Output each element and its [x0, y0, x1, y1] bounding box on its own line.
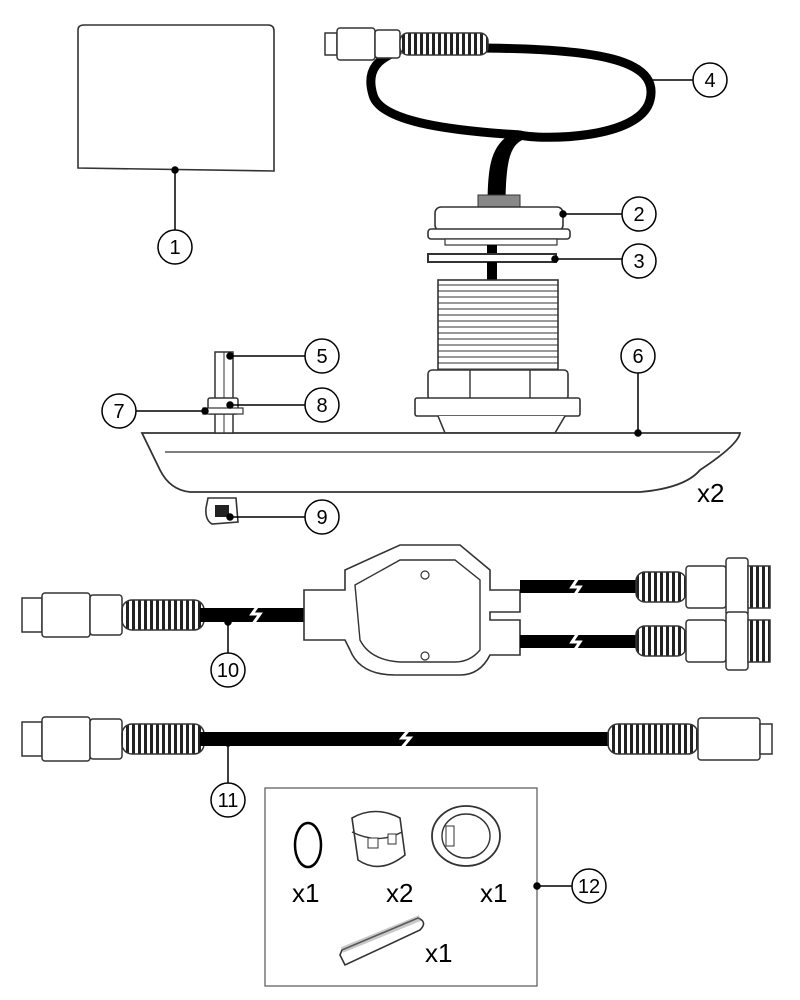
split-ring	[351, 810, 406, 868]
svg-text:2: 2	[633, 204, 644, 226]
callout-10: 10	[210, 652, 246, 688]
svg-text:1: 1	[169, 237, 180, 259]
callout-9: 9	[304, 499, 340, 535]
svg-text:10: 10	[217, 660, 239, 682]
callout-2: 2	[621, 196, 657, 232]
wedge	[339, 915, 425, 967]
transducer-cable	[366, 43, 656, 206]
svg-text:7: 7	[113, 401, 124, 423]
callout-3: 3	[621, 243, 657, 279]
cable-clip	[205, 497, 239, 525]
callout-12: 12	[571, 868, 607, 904]
cable-connector	[324, 27, 489, 61]
split-ring-quantity: x2	[386, 878, 413, 908]
svg-text:4: 4	[704, 70, 715, 92]
housing-nut	[427, 194, 571, 255]
wedge-quantity: x1	[425, 938, 452, 968]
extension-cable	[21, 716, 773, 762]
callout-5: 5	[304, 338, 340, 374]
callout-1: 1	[157, 229, 193, 265]
threaded-stem	[437, 279, 559, 373]
callout-6: 6	[620, 338, 656, 374]
o-ring-quantity: x1	[292, 878, 319, 908]
callout-7: 7	[101, 393, 137, 429]
hex-nut	[414, 369, 581, 434]
transducer-body	[140, 432, 742, 493]
svg-text:6: 6	[632, 346, 643, 368]
svg-text:5: 5	[316, 346, 327, 368]
callout-11: 11	[210, 782, 246, 818]
callout-4: 4	[692, 62, 728, 98]
transducer-quantity: x2	[697, 478, 724, 508]
instruction-card	[77, 24, 275, 172]
svg-text:9: 9	[316, 507, 327, 529]
collar-quantity: x1	[480, 878, 507, 908]
y-splitter-cable	[21, 544, 771, 676]
svg-text:12: 12	[578, 876, 600, 898]
svg-text:3: 3	[633, 251, 644, 273]
washer	[427, 253, 557, 280]
leader-lines	[136, 76, 693, 890]
svg-text:11: 11	[218, 790, 239, 812]
sensor-stem	[202, 351, 244, 434]
callout-8: 8	[304, 387, 340, 423]
collar	[431, 805, 501, 867]
svg-text:8: 8	[316, 395, 327, 417]
o-ring	[293, 821, 323, 869]
